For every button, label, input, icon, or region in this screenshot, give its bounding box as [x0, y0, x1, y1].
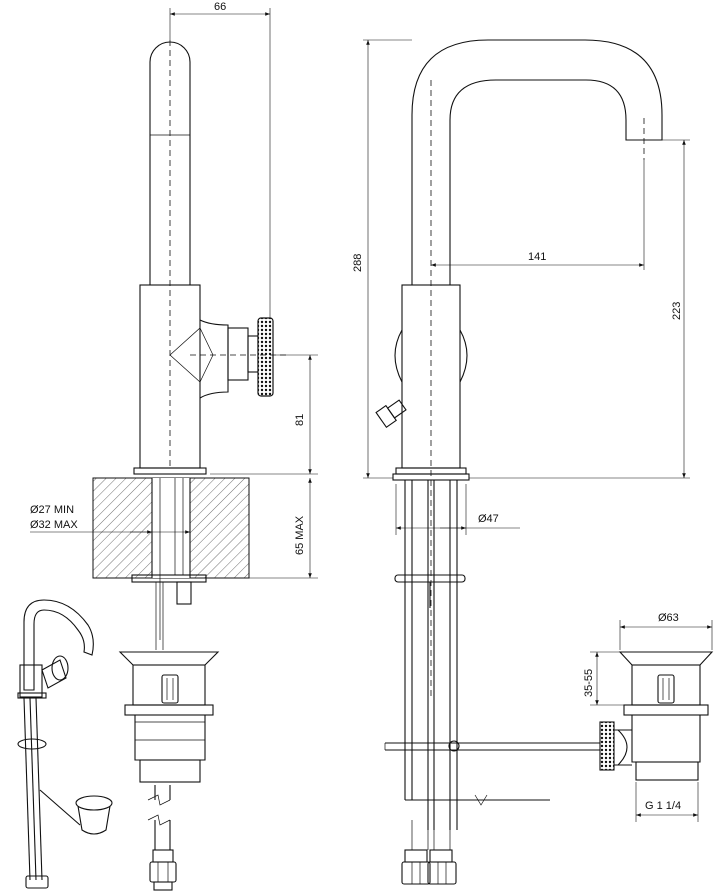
dim-spout-height: 223: [671, 302, 683, 320]
side-view: 66 81 65 MAX Ø27 MIN Ø32 MAX: [30, 1, 318, 891]
dim-waste-height: 35-55: [583, 669, 595, 697]
dim-total-height: 288: [352, 254, 364, 272]
knurled-knob: [257, 317, 274, 397]
lever: [375, 399, 407, 429]
right-waste: [599, 651, 714, 781]
left-waste: [118, 651, 220, 783]
dim-waste-thread: G 1 1/4: [645, 800, 681, 812]
dim-hole-min: Ø27 MIN: [30, 504, 74, 516]
front-view: 288 141 223 Ø47 Ø63 35-55 G 1 1/4: [352, 39, 714, 885]
dim-spout-reach: 141: [528, 251, 546, 263]
left-hose-nut: [149, 849, 177, 891]
dim-spout-offset: 66: [214, 1, 226, 13]
dim-hole-max: Ø32 MAX: [30, 519, 78, 531]
dim-waste-diameter: Ø63: [658, 612, 679, 624]
dim-handle-height: 81: [294, 414, 306, 426]
dim-base-diameter: Ø47: [478, 513, 499, 525]
dim-deck-thickness: 65 MAX: [294, 515, 306, 555]
right-hose-nuts: [401, 849, 457, 885]
isometric-sketch: [17, 599, 113, 889]
gooseneck-spout: [411, 39, 663, 285]
